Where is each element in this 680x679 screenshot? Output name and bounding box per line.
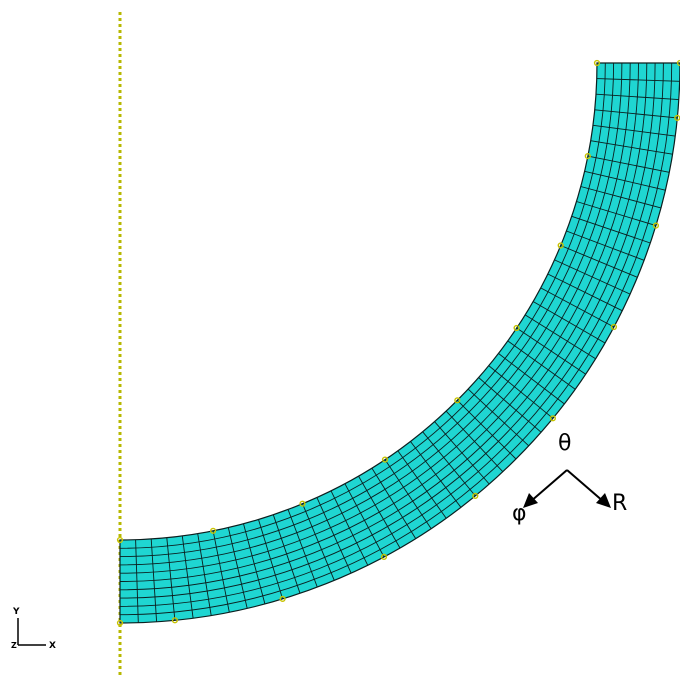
- mesh-spoke-line: [592, 124, 676, 137]
- radial-arrow-line: [566, 469, 605, 503]
- mesh-spoke-line: [590, 140, 673, 155]
- local-coordinate-arrows: θ R φ: [512, 431, 627, 526]
- mesh-spoke-line: [422, 431, 476, 497]
- mesh-spoke-line: [410, 441, 462, 508]
- mesh-spoke-line: [596, 78, 680, 82]
- phi-arrowhead: [523, 493, 538, 508]
- mesh-spoke-line: [587, 155, 670, 173]
- axis-triad: Y Z X: [11, 607, 56, 651]
- radial-arrowhead: [596, 493, 611, 508]
- seed-node: [513, 324, 520, 332]
- triad-y-label: Y: [12, 607, 20, 617]
- seed-node: [593, 59, 601, 67]
- mesh-spoke-line: [358, 475, 401, 549]
- mesh-spoke-line: [287, 509, 318, 588]
- seed-node: [381, 456, 389, 463]
- radial-label: R: [612, 491, 627, 516]
- mesh-spoke-line: [532, 301, 606, 344]
- mesh-grid-lines: [119, 62, 680, 623]
- mesh-spoke-line: [456, 399, 517, 460]
- seed-node: [279, 595, 286, 603]
- phi-label: φ: [512, 501, 527, 526]
- triad-z-label: Z: [11, 641, 17, 650]
- mesh-spoke-line: [181, 535, 194, 619]
- seed-node: [454, 397, 461, 404]
- mesh-spoke-line: [566, 230, 645, 261]
- mesh-spoke-line: [594, 109, 678, 119]
- mesh-spoke-line: [498, 353, 565, 405]
- mesh-spoke-line: [330, 490, 369, 566]
- mesh-spoke-line: [197, 533, 212, 616]
- mesh-spoke-line: [316, 497, 352, 574]
- mesh-spoke-line: [524, 314, 596, 360]
- mesh-spoke-line: [478, 377, 542, 433]
- seed-node: [116, 619, 124, 627]
- mesh-spoke-line: [488, 365, 554, 419]
- mesh-spoke-line: [580, 186, 662, 209]
- seed-node: [610, 323, 618, 331]
- seed-node: [116, 536, 124, 544]
- mesh-spoke-line: [150, 538, 158, 622]
- mesh-spoke-line: [384, 459, 432, 529]
- mesh-spoke-line: [547, 273, 623, 312]
- phi-arrow-line: [529, 469, 568, 503]
- mesh-spoke-line: [516, 327, 586, 375]
- seed-node: [210, 527, 217, 534]
- mesh-spoke-line: [243, 523, 266, 605]
- theta-label: θ: [558, 431, 571, 456]
- mesh-spoke-line: [272, 514, 301, 594]
- mesh-spoke-line: [595, 93, 679, 101]
- mesh-spoke-line: [166, 537, 176, 621]
- mesh-fill-shape: [120, 63, 680, 623]
- mesh-spoke-line: [540, 287, 615, 328]
- mesh-spoke-line: [576, 201, 657, 227]
- mesh-spoke-line: [371, 467, 417, 539]
- mesh-spoke-line: [434, 421, 490, 485]
- seed-node: [472, 492, 479, 500]
- mesh-spoke-line: [212, 530, 230, 613]
- mesh-spoke-line: [135, 539, 139, 623]
- mesh-spoke-line: [445, 410, 504, 473]
- seed-node: [171, 617, 179, 624]
- triad-x-label: X: [49, 641, 56, 651]
- mesh-spoke-line: [554, 259, 631, 295]
- mesh-region[interactable]: [116, 59, 680, 627]
- seed-node: [557, 242, 564, 249]
- mesh-spoke-line: [571, 215, 651, 244]
- seed-node: [549, 415, 557, 422]
- seed-node: [652, 222, 660, 229]
- mesh-spoke-line: [560, 245, 638, 278]
- mesh-spoke-line: [397, 450, 447, 519]
- seed-node: [584, 153, 591, 160]
- mesh-spoke-line: [258, 519, 284, 600]
- mesh-spoke-line: [344, 483, 385, 558]
- mesh-spoke-line: [507, 340, 576, 390]
- seed-node: [299, 500, 306, 507]
- mesh-spoke-line: [302, 503, 335, 581]
- mesh-spoke-line: [467, 388, 530, 447]
- mesh-spoke-line: [584, 170, 666, 191]
- mesh-spoke-line: [227, 527, 248, 609]
- seed-node: [380, 553, 388, 561]
